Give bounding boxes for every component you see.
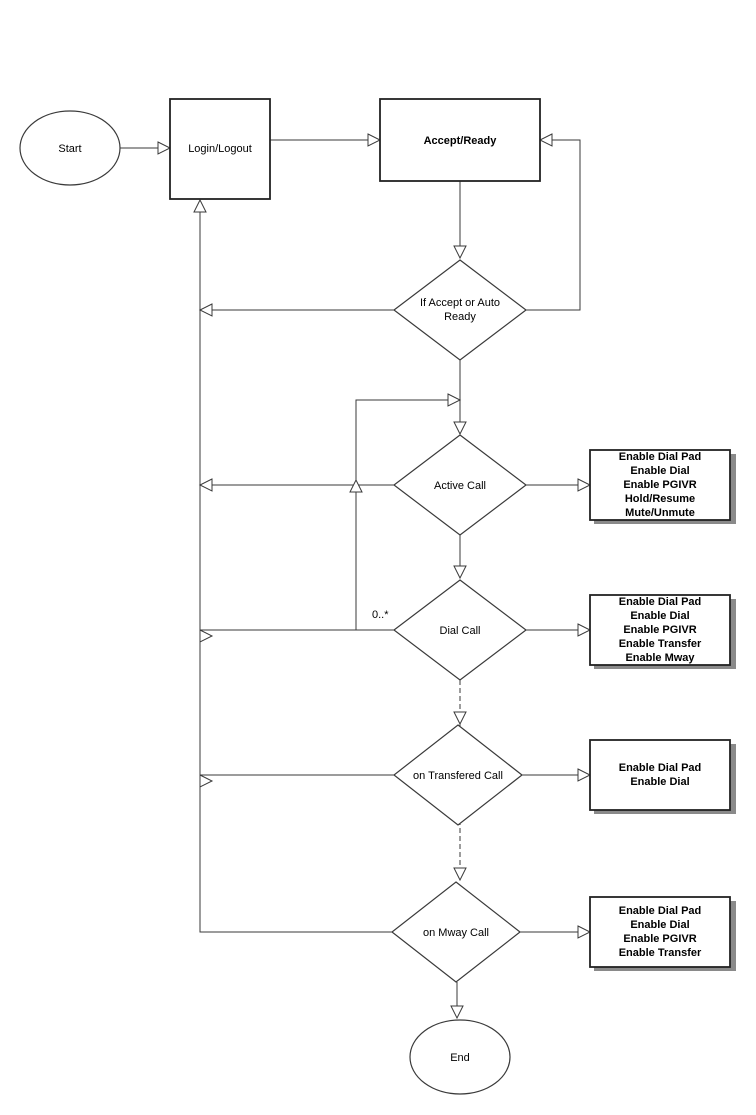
arrow-right-icon <box>367 133 382 147</box>
arrow-right-icon <box>199 774 214 788</box>
feature-active-3: Enable PGIVR <box>623 479 696 491</box>
arrow-right-icon <box>447 393 462 407</box>
arrow-right-icon <box>577 478 592 492</box>
arrow-right-icon <box>157 141 172 155</box>
arrow-down-icon <box>453 711 467 726</box>
feature-mway-3: Enable PGIVR <box>623 933 696 945</box>
feature-dial-4: Enable Transfer <box>619 638 702 650</box>
arrow-down-icon <box>450 1005 464 1020</box>
decision-mway-call: on Mway Call <box>391 881 521 983</box>
feature-box-transfered-call: Enable Dial Pad Enable Dial <box>589 739 736 814</box>
multiplicity-annotation: 0..* <box>372 609 389 621</box>
feature-transfer-1: Enable Dial Pad <box>619 762 702 774</box>
feature-dial-3: Enable PGIVR <box>623 624 696 636</box>
decision-transfered-call-label: on Transfered Call <box>413 770 503 782</box>
feature-active-4: Hold/Resume <box>625 493 695 505</box>
node-accept-label: Accept/Ready <box>424 135 498 147</box>
arrow-right-icon <box>577 768 592 782</box>
feature-mway-4: Enable Transfer <box>619 947 702 959</box>
arrow-right-icon <box>577 623 592 637</box>
node-accept-ready: Accept/Ready <box>379 98 541 182</box>
node-end: End <box>409 1019 511 1095</box>
arrow-down-icon <box>453 421 467 436</box>
arrow-down-icon <box>453 867 467 882</box>
connectors <box>120 139 581 1006</box>
arrow-down-icon <box>453 245 467 260</box>
feature-active-1: Enable Dial Pad <box>619 451 702 463</box>
edge-loop-top <box>355 399 448 630</box>
edge-mway-login <box>199 212 392 933</box>
feature-dial-2: Enable Dial <box>630 610 689 622</box>
node-end-label: End <box>450 1052 470 1064</box>
decision-active-call-label: Active Call <box>434 480 486 492</box>
edge-if-loop-back <box>524 139 581 311</box>
arrow-up-icon <box>193 198 207 213</box>
arrow-left-icon <box>538 133 553 147</box>
decision-if-accept-label-line2: Ready <box>444 311 476 323</box>
decision-dial-call-label: Dial Call <box>440 625 481 637</box>
arrow-down-icon <box>453 565 467 580</box>
decision-if-accept-label-line1: If Accept or Auto <box>420 297 500 309</box>
arrow-right-icon <box>199 629 214 643</box>
arrowheads <box>157 133 592 1020</box>
decision-if-accept: If Accept or Auto Ready <box>393 259 527 361</box>
arrow-right-icon <box>577 925 592 939</box>
decision-dial-call: Dial Call <box>393 579 527 681</box>
feature-dial-5: Enable Mway <box>625 652 695 664</box>
feature-mway-1: Enable Dial Pad <box>619 905 702 917</box>
feature-box-mway-call: Enable Dial Pad Enable Dial Enable PGIVR… <box>589 896 736 971</box>
feature-transfer-2: Enable Dial <box>630 776 689 788</box>
node-start: Start <box>19 110 121 186</box>
node-login-logout: Login/Logout <box>169 98 271 200</box>
decision-transfered-call: on Transfered Call <box>393 724 523 826</box>
arrow-up-icon <box>349 478 363 493</box>
decision-mway-call-label: on Mway Call <box>423 927 489 939</box>
feature-active-5: Mute/Unmute <box>625 507 695 519</box>
feature-box-dial-call: Enable Dial Pad Enable Dial Enable PGIVR… <box>589 594 736 669</box>
feature-dial-1: Enable Dial Pad <box>619 596 702 608</box>
node-login-label: Login/Logout <box>188 143 252 155</box>
decision-active-call: Active Call <box>393 434 527 536</box>
node-start-label: Start <box>58 143 81 155</box>
arrow-left-icon <box>198 478 213 492</box>
feature-mway-2: Enable Dial <box>630 919 689 931</box>
feature-box-active-call: Enable Dial Pad Enable Dial Enable PGIVR… <box>589 449 736 524</box>
arrow-left-icon <box>198 303 213 317</box>
feature-active-2: Enable Dial <box>630 465 689 477</box>
